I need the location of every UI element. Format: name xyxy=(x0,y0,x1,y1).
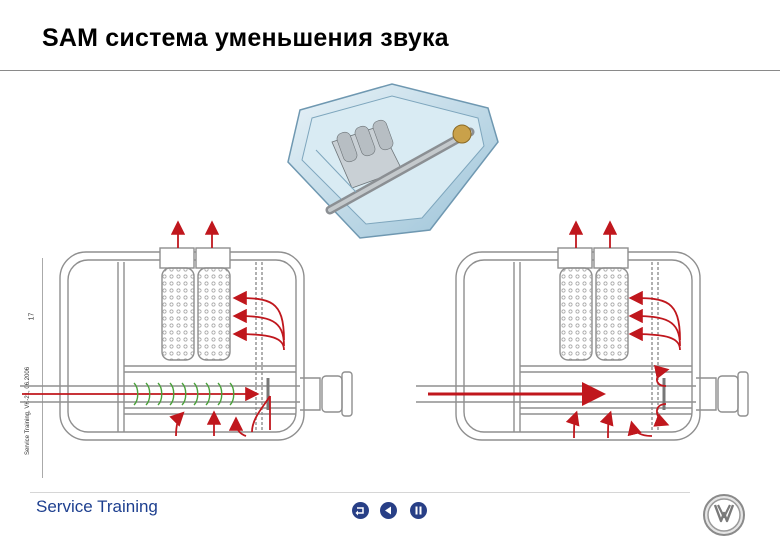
page-title: SAM система уменьшения звука xyxy=(42,24,449,52)
title-divider xyxy=(0,70,780,71)
pulse-ring xyxy=(229,382,235,406)
back-button[interactable] xyxy=(380,502,397,519)
footer-divider xyxy=(30,492,690,493)
pulse-rings xyxy=(133,382,235,406)
left-schematic xyxy=(20,247,353,441)
vw-logo xyxy=(703,494,745,536)
pause-icon xyxy=(415,506,422,515)
return-button[interactable] xyxy=(352,502,369,519)
side-divider xyxy=(42,258,43,478)
right-schematic xyxy=(416,247,749,441)
pause-button[interactable] xyxy=(410,502,427,519)
pulse-ring xyxy=(181,382,187,406)
pulse-ring xyxy=(145,382,151,406)
pulse-ring xyxy=(193,382,199,406)
pulse-ring xyxy=(217,382,223,406)
muffler-3d-render xyxy=(287,83,499,239)
left-flow-arrows xyxy=(22,220,285,437)
back-arrow-icon xyxy=(385,506,391,515)
pulse-ring xyxy=(157,382,163,406)
right-flow-arrows xyxy=(428,220,681,439)
pulse-ring xyxy=(169,382,175,406)
pulse-ring xyxy=(133,382,139,406)
footer-brand: Service Training xyxy=(36,497,158,516)
pulse-ring xyxy=(205,382,211,406)
return-icon xyxy=(355,507,364,516)
